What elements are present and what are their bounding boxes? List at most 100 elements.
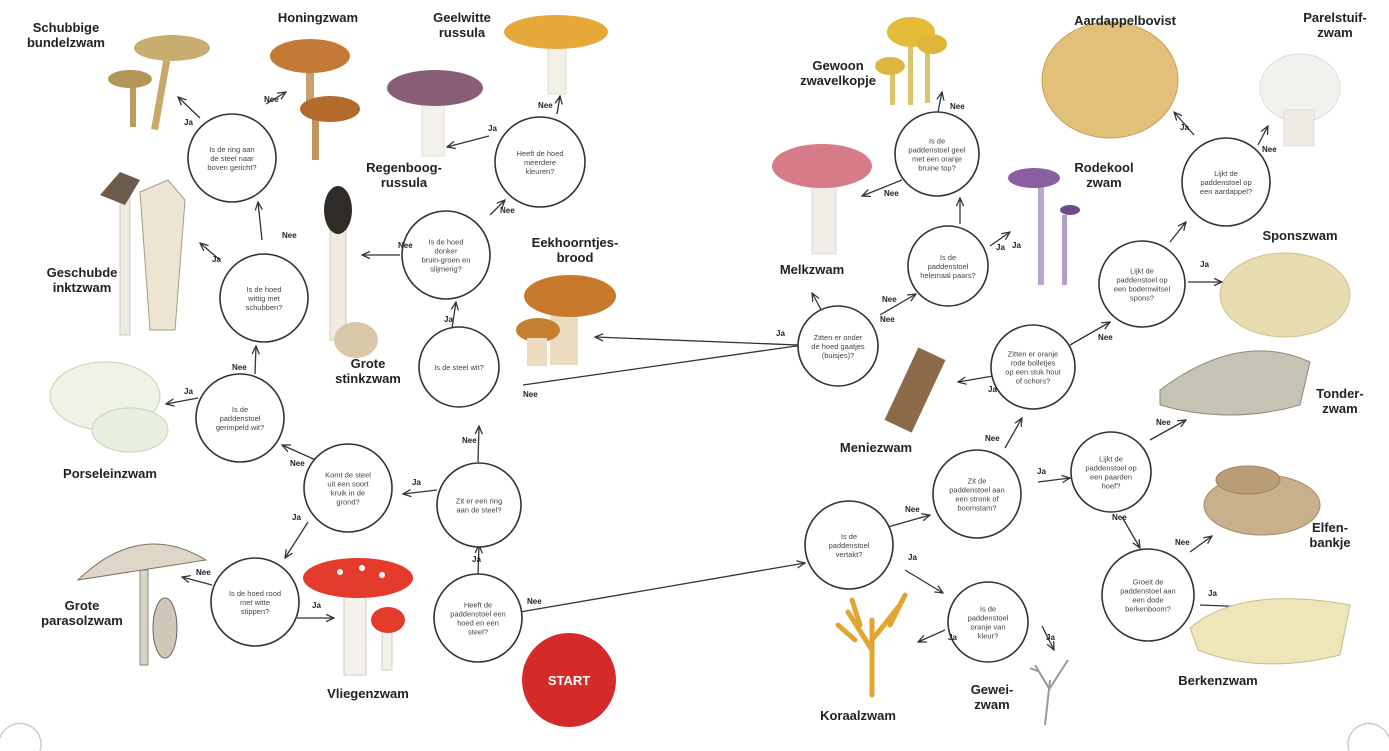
vliegenzwam-illustration	[303, 558, 413, 675]
question-node-q-start: Heeft depaddenstoel eenhoed en eensteel?	[434, 574, 522, 662]
meniezwam-illustration	[885, 347, 946, 432]
species-name-geschubde: Geschubdeinktzwam	[47, 265, 118, 295]
yes-label: Ja	[292, 513, 301, 522]
porseleinzwam-illustration	[50, 362, 168, 452]
species-name-geelwitte: Geelwitterussula	[433, 10, 491, 40]
question-node-q-donker: Is de hoeddonkerbruin-groen enslijmerig?	[402, 211, 490, 299]
edge-kraag-to-schubbige	[178, 97, 200, 118]
species-name-aardappel: Aardappelbovist	[1074, 13, 1177, 28]
question-node-q-kraag: Is de ring aande steel naarboven gericht…	[188, 114, 276, 202]
species-name-parelstuif: Parelstuif-zwam	[1303, 10, 1367, 40]
edge-kleuren-to-regenboog	[447, 136, 489, 147]
yes-label: Ja	[412, 478, 421, 487]
geweizwam-illustration	[1030, 660, 1068, 725]
yes-label: Ja	[996, 243, 1005, 252]
yes-label: Ja	[1200, 260, 1209, 269]
yes-label: Ja	[1180, 123, 1189, 132]
question-node-q-witte: Is de steel wit?	[419, 327, 499, 407]
yes-label: Ja	[1012, 241, 1021, 250]
edge-stronk-to-oranjeb	[1005, 418, 1022, 448]
species-name-vlieg: Vliegenzwam	[327, 686, 409, 701]
species-name-porselein: Porseleinzwam	[63, 466, 157, 481]
edge-gerimpeld-to-porselein	[166, 398, 198, 404]
yes-label: Ja	[312, 601, 321, 610]
no-label: Nee	[282, 231, 297, 240]
yes-label: Ja	[776, 329, 785, 338]
grote-stinkzwam-illustration	[324, 186, 378, 358]
no-label: Nee	[196, 568, 211, 577]
edge-oranjeb-to-menie	[958, 376, 993, 382]
koraalzwam-illustration	[838, 595, 905, 695]
no-label: Nee	[500, 206, 515, 215]
edge-bodem-to-aardappel	[1170, 222, 1186, 242]
yes-label: Ja	[908, 553, 917, 562]
no-label: Nee	[1262, 145, 1277, 154]
no-label: Nee	[985, 434, 1000, 443]
edge-rood-to-parasol	[182, 577, 212, 585]
rodekoolzwam-illustration	[1008, 168, 1080, 285]
yes-label: Ja	[988, 385, 997, 394]
no-label: Nee	[1098, 333, 1113, 342]
berkenzwam-illustration	[1190, 599, 1350, 664]
start-button[interactable]: START	[522, 633, 616, 727]
no-label: Nee	[884, 189, 899, 198]
no-label: Nee	[398, 241, 413, 250]
no-label: Nee	[882, 295, 897, 304]
no-label: Nee	[462, 436, 477, 445]
yes-label: Ja	[444, 315, 453, 324]
geelwitte-russula-illustration	[504, 15, 608, 94]
question-node-q-rood: Is de hoed roodmet wittestippen?	[211, 558, 299, 646]
page-corner-left	[0, 723, 41, 751]
edge-schubben-to-kraag	[258, 202, 262, 240]
yes-label: Ja	[212, 255, 221, 264]
species-name-koraal: Koraalzwam	[820, 708, 896, 723]
page-corner-right	[1348, 723, 1389, 751]
gewoon-zwavelkopje-illustration	[875, 17, 947, 105]
no-label: Nee	[538, 101, 553, 110]
edge-geel-to-zwavel	[938, 92, 942, 112]
no-label: Nee	[1112, 513, 1127, 522]
eekhoorntjesbrood-illustration	[516, 275, 616, 366]
yes-label: Ja	[1208, 589, 1217, 598]
species-name-berken: Berkenzwam	[1178, 673, 1257, 688]
edge-buisjes-to-eekhoorn	[595, 337, 798, 345]
edge-kleuren-to-geelwitte	[557, 96, 560, 114]
edge-ring-to-witte	[478, 426, 479, 462]
no-label: Nee	[1156, 418, 1171, 427]
elfenbankje-illustration	[1204, 466, 1320, 535]
species-name-elfen: Elfen-bankje	[1309, 520, 1350, 550]
geschubde-inktzwam-illustration	[100, 172, 185, 335]
no-label: Nee	[950, 102, 965, 111]
question-node-q-ring: Zit er een ringaan de steel?	[437, 463, 521, 547]
no-label: Nee	[523, 390, 538, 399]
yes-label: Ja	[184, 387, 193, 396]
question-node-q-bodem: Lijkt depaddenstoel opeen bodemwitselspo…	[1099, 241, 1185, 327]
question-node-q-oranje-bolletjes: Zitten er oranjerode bolletjesop een stu…	[991, 325, 1075, 409]
edge-aardappel-to-parelstuif	[1258, 126, 1268, 145]
question-node-q-hoef: Lijkt depaddenstoel opeen paardenhoef?	[1071, 432, 1151, 512]
question-node-q-buisjes: Zitten er onderde hoed gaatjes(buisjes)?	[798, 306, 878, 386]
species-name-tonder: Tonder-zwam	[1316, 386, 1363, 416]
edge-start-to-vertakt	[520, 563, 805, 612]
honingzwam-illustration	[270, 39, 360, 160]
species-name-menie: Meniezwam	[840, 440, 912, 455]
species-name-gewei: Gewei-zwam	[971, 682, 1014, 712]
regenboogrussula-illustration	[387, 70, 483, 156]
sponszwam-illustration	[1220, 253, 1350, 337]
edge-vertakt-to-oranje	[905, 570, 943, 593]
no-label: Nee	[1175, 538, 1190, 547]
schubbige-bundelzwam-illustration	[108, 35, 210, 130]
question-node-q-schubben: Is de hoedwittig metschubben?	[220, 254, 308, 342]
no-label: Nee	[905, 505, 920, 514]
